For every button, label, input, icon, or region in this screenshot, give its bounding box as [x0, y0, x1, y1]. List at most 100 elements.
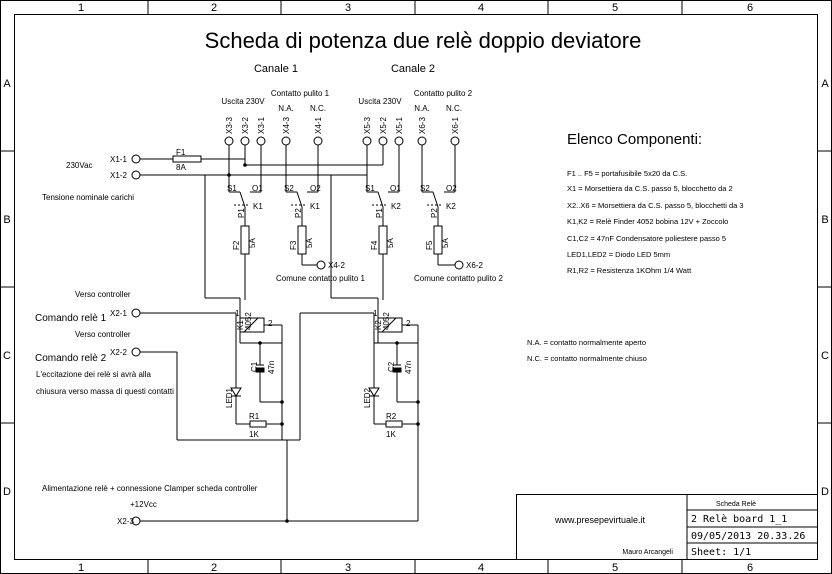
component-item: K1,K2 = Relè Finder 4052 bobina 12V + Zo… — [567, 217, 728, 226]
column-label: 5 — [612, 2, 618, 14]
pole-label: P2 — [294, 208, 303, 218]
fuse-label: F2 — [232, 240, 241, 250]
terminal-label: X5-1 — [395, 117, 404, 134]
fuse-label: F3 — [289, 240, 298, 250]
capacitor-ref: C2 — [387, 361, 396, 372]
resistor-ref: R1 — [249, 412, 260, 421]
component-list-heading: Elenco Componenti: — [567, 131, 702, 148]
column-label: 3 — [345, 2, 351, 14]
channel-2-label: Canale 2 — [391, 63, 435, 75]
fuse-value: 5A — [305, 238, 314, 248]
column-label: 2 — [211, 562, 217, 574]
sheet-number: Sheet: 1/1 — [691, 547, 751, 558]
supply-voltage-label: 230Vac — [66, 161, 93, 170]
relay-ref: K1 — [310, 202, 320, 211]
relay-ref: K2 — [391, 202, 401, 211]
contact-label: S1 — [365, 184, 375, 193]
resistor-value: 1K — [386, 430, 396, 439]
output-header: Uscita 230V — [221, 97, 265, 106]
fuse-label: F4 — [370, 240, 379, 250]
fuse-value: 5A — [386, 238, 395, 248]
relay-coil-ref: K1 — [236, 320, 245, 330]
column-label: 5 — [612, 562, 618, 574]
relay-pin: 2 — [268, 319, 273, 328]
column-label: 6 — [747, 2, 753, 14]
author-label: Mauro Arcangeli — [622, 549, 673, 556]
row-label: D — [821, 486, 829, 498]
nc-header: N.C. — [310, 104, 326, 113]
component-list: F1 .. F5 = portafusibile 5x20 da C.S. X1… — [567, 169, 744, 275]
terminal-label: X6-3 — [418, 117, 427, 134]
excitation-note: L'eccitazione dei relè si avrà alla — [36, 370, 151, 379]
controller-label: Verso controller — [75, 330, 131, 339]
terminal-label: X2-2 — [110, 348, 127, 357]
fuse-f1-value: 8A — [176, 163, 186, 172]
fuse-f1-label: F1 — [176, 148, 186, 157]
terminal-label: X1-1 — [110, 155, 127, 164]
pole-label: P2 — [430, 208, 439, 218]
relay-ref: K1 — [253, 202, 263, 211]
voltage-12v-label: +12Vcc — [130, 500, 157, 509]
component-item: C1,C2 = 47nF Condensatore poliestere pas… — [567, 234, 726, 243]
terminal-label: X5-3 — [363, 117, 372, 134]
schematic-title: Scheda di potenza due relè doppio deviat… — [205, 28, 642, 53]
resistor-ref: R2 — [386, 412, 397, 421]
capacitor-value: 47n — [404, 361, 413, 374]
component-item: LED1,LED2 = Diodo LED 5mm — [567, 250, 670, 259]
column-label: 2 — [211, 2, 217, 14]
relay-coil-model: 4052 — [382, 312, 391, 330]
relay-pin: 1 — [235, 309, 240, 318]
na-header: N.A. — [414, 104, 430, 113]
row-label: C — [3, 350, 11, 362]
terminal-label: X3-1 — [257, 117, 266, 134]
clean-contact-header: Contatto pulito 1 — [271, 89, 330, 98]
terminal-circles — [131, 136, 464, 526]
component-item: R1,R2 = Resistenza 1KOhm 1/4 Watt — [567, 266, 692, 275]
excitation-note: chiusura verso massa di questi contatti — [36, 387, 174, 396]
row-label: C — [821, 350, 829, 362]
nc-note: N.C. = contatto normalmente chiuso — [527, 354, 647, 363]
row-label: D — [3, 486, 11, 498]
na-note: N.A. = contatto normalmente aperto — [527, 338, 646, 347]
board-name-label: Scheda Relè — [716, 501, 756, 508]
common-contact-label: Comune contatto pulito 2 — [414, 274, 503, 283]
junction-dots — [227, 163, 420, 523]
component-item: X2..X6 = Morsettiera da C.S. passo 5, bl… — [567, 201, 744, 210]
nc-header: N.C. — [446, 104, 462, 113]
load-voltage-label: Tensione nominale carichi — [42, 193, 134, 202]
contact-label: O1 — [252, 184, 263, 193]
terminal-label: X6-2 — [466, 261, 483, 270]
terminal-label: X4-1 — [314, 117, 323, 134]
contact-label: O2 — [446, 184, 457, 193]
terminal-label: X5-2 — [379, 117, 388, 134]
terminal-label: X6-1 — [451, 117, 460, 134]
led-ref: LED1 — [225, 387, 234, 408]
relay-pin: 2 — [406, 319, 411, 328]
component-item: F1 .. F5 = portafusibile 5x20 da C.S. — [567, 169, 687, 178]
led-ref: LED2 — [363, 387, 372, 408]
clean-contact-header: Contatto pulito 2 — [414, 89, 473, 98]
terminal-label: X4-3 — [282, 117, 291, 134]
terminal-label: X2-1 — [110, 309, 127, 318]
capacitor-value: 47n — [267, 361, 276, 374]
row-label: A — [821, 78, 829, 90]
wiring — [140, 145, 456, 522]
board-title: 2 Relè board 1_1 — [691, 513, 787, 525]
pole-label: P1 — [237, 208, 246, 218]
board-date: 09/05/2013 20.33.26 — [691, 531, 805, 542]
column-label: 4 — [478, 2, 484, 14]
terminal-label: X1-2 — [110, 171, 127, 180]
fuse-label: F5 — [425, 240, 434, 250]
website-label: www.presepevirtuale.it — [554, 515, 646, 525]
column-label: 1 — [78, 562, 84, 574]
contact-label: S2 — [420, 184, 430, 193]
command-relay-1-label: Comando relè 1 — [35, 313, 107, 324]
column-label: 3 — [345, 562, 351, 574]
common-contact-label: Comune contatto pulito 1 — [276, 274, 365, 283]
component-item: X1 = Morsettiera da C.S. passo 5, blocch… — [567, 184, 733, 193]
column-label: 1 — [78, 2, 84, 14]
terminal-label: X2-3 — [117, 517, 134, 526]
terminal-label: X3-2 — [241, 117, 250, 134]
